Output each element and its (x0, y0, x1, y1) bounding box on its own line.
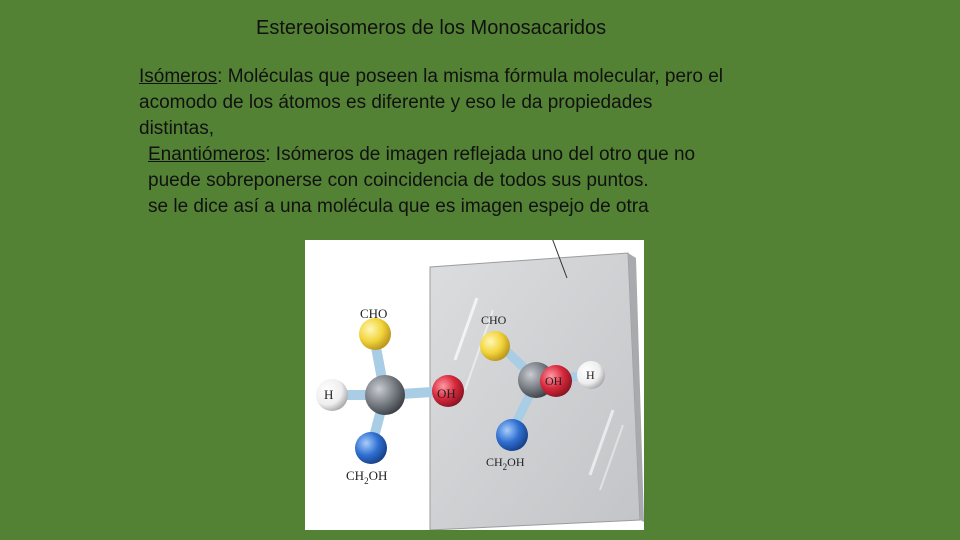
slide-title: Estereoisomeros de los Monosacaridos (256, 17, 607, 39)
mirror-glint (453, 297, 479, 361)
molecule-illustration: CHO H OH CH2OH CHO OH H CH2OH (316, 240, 644, 530)
enantiomeros-def-line-1: : Isómeros de imagen reflejada uno del o… (265, 144, 696, 165)
mirror-edge (628, 253, 644, 522)
isomeros-def-line-1: : Moléculas que poseen la misma fórmula … (217, 66, 723, 87)
isomeros-def-line-3: distintas, (139, 118, 214, 139)
enantiomeros-def-line-3: se le dice así a una molécula que es ima… (148, 196, 649, 217)
cho-atom-reflected (480, 331, 510, 361)
enantiomer-mirror-figure: CHO H OH CH2OH CHO OH H CH2OH (305, 240, 644, 530)
label-h-reflected: H (586, 368, 595, 382)
enantiomeros-paragraph: Enantiómeros: Isómeros de imagen refleja… (139, 142, 839, 220)
oh-atom (432, 375, 464, 407)
carbon-atom (365, 375, 405, 415)
label-ch2oh-sub: 2 (364, 476, 369, 486)
isomeros-paragraph: Isómeros: Moléculas que poseen la misma … (139, 64, 839, 142)
cho-atom (359, 318, 391, 350)
label-h: H (324, 387, 333, 402)
label-ch2oh-reflected-suffix: OH (507, 455, 525, 469)
ch2oh-atom-reflected (496, 419, 528, 451)
mirror-glint (588, 409, 615, 476)
mirror-glint (464, 309, 494, 391)
isomeros-def-line-2: acomodo de los átomos es diferente y eso… (139, 92, 653, 113)
label-cho-reflected: CHO (481, 313, 507, 327)
enantiomeros-term: Enantiómeros (148, 144, 266, 165)
oh-atom-reflected (540, 365, 572, 397)
isomeros-term: Isómeros (139, 66, 218, 87)
body-text: Isómeros: Moléculas que poseen la misma … (139, 64, 839, 220)
label-ch2oh-reflected: CH2OH (486, 455, 525, 472)
label-ch2oh-suffix: OH (369, 468, 388, 483)
label-oh: OH (437, 386, 456, 401)
label-ch2oh-reflected-sub: 2 (503, 462, 508, 472)
label-oh-reflected: OH (545, 374, 563, 388)
h-atom (316, 379, 348, 411)
label-cho: CHO (360, 306, 387, 321)
mirror-glint (599, 424, 624, 491)
label-ch2oh-main: CH (346, 468, 364, 483)
h-atom-reflected (577, 361, 605, 389)
enantiomeros-def-line-2: puede sobreponerse con coincidencia de t… (148, 170, 649, 191)
mirror-pointer-line (552, 240, 568, 279)
label-ch2oh-reflected-main: CH (486, 455, 503, 469)
ch2oh-atom (355, 432, 387, 464)
label-ch2oh: CH2OH (346, 468, 387, 486)
